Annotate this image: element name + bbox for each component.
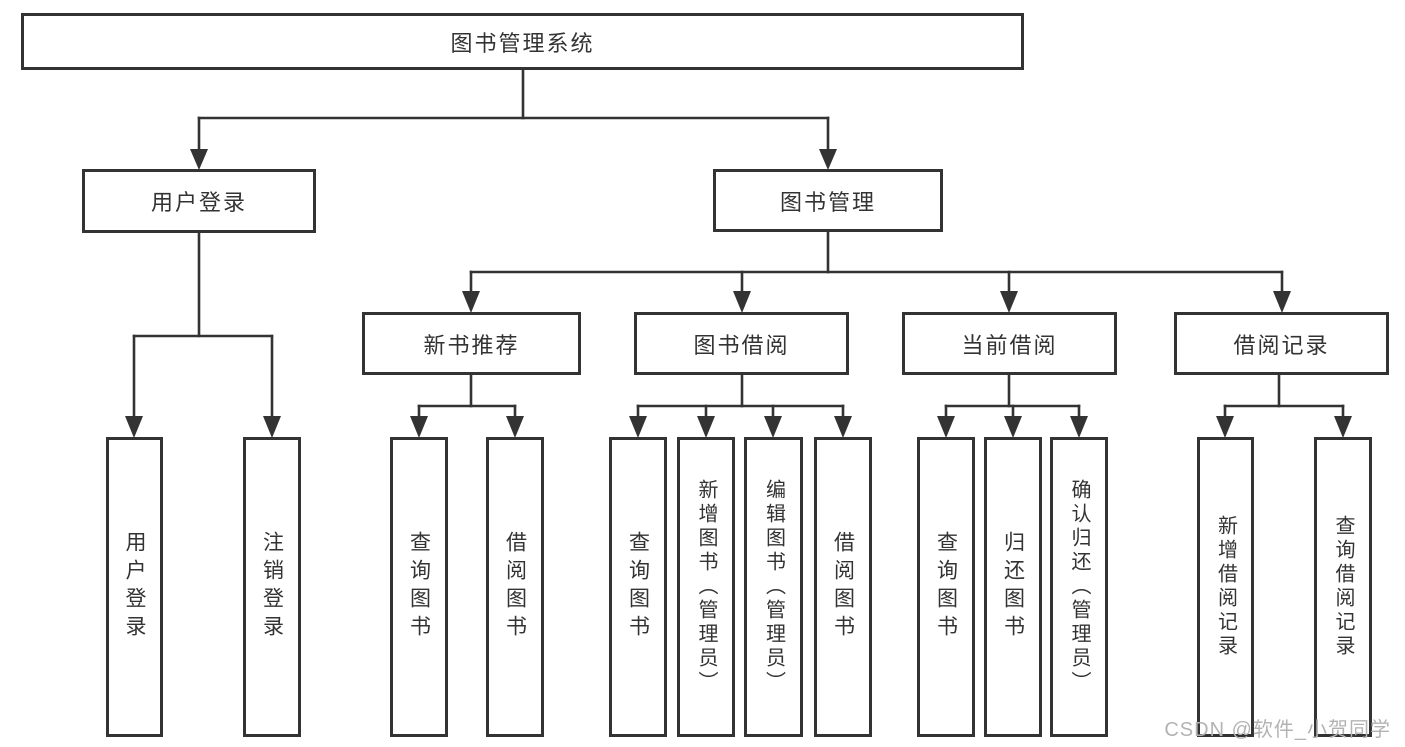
leaf-borrow-books: 借阅图书 (814, 437, 872, 737)
leaf-add-books-admin: 新增图书（管理员） (677, 437, 735, 737)
leaf-query-books-recommend: 查询图书 (390, 437, 448, 737)
leaf-borrow-books-recommend: 借阅图书 (486, 437, 544, 737)
leaf-add-borrow-record: 新增借阅记录 (1197, 437, 1254, 737)
leaf-user-login: 用户登录 (106, 437, 163, 737)
leaf-logout: 注销登录 (243, 437, 301, 737)
node-book-borrowing: 图书借阅 (634, 312, 849, 375)
leaf-confirm-return-admin: 确认归还（管理员） (1050, 437, 1108, 737)
leaf-query-books-current: 查询图书 (917, 437, 975, 737)
leaf-edit-books-admin: 编辑图书（管理员） (744, 437, 803, 737)
node-new-book-recommendation: 新书推荐 (362, 312, 581, 375)
node-library-management-system: 图书管理系统 (21, 13, 1024, 70)
node-user-login: 用户登录 (82, 169, 316, 233)
csdn-watermark: CSDN @软件_小贺同学 (1164, 719, 1391, 741)
leaf-return-books: 归还图书 (984, 437, 1042, 737)
leaf-query-books-borrowing: 查询图书 (609, 437, 667, 737)
node-book-management: 图书管理 (713, 169, 943, 232)
node-borrowing-records: 借阅记录 (1174, 312, 1389, 375)
node-current-borrowing: 当前借阅 (902, 312, 1117, 375)
leaf-query-borrow-record: 查询借阅记录 (1314, 437, 1372, 737)
